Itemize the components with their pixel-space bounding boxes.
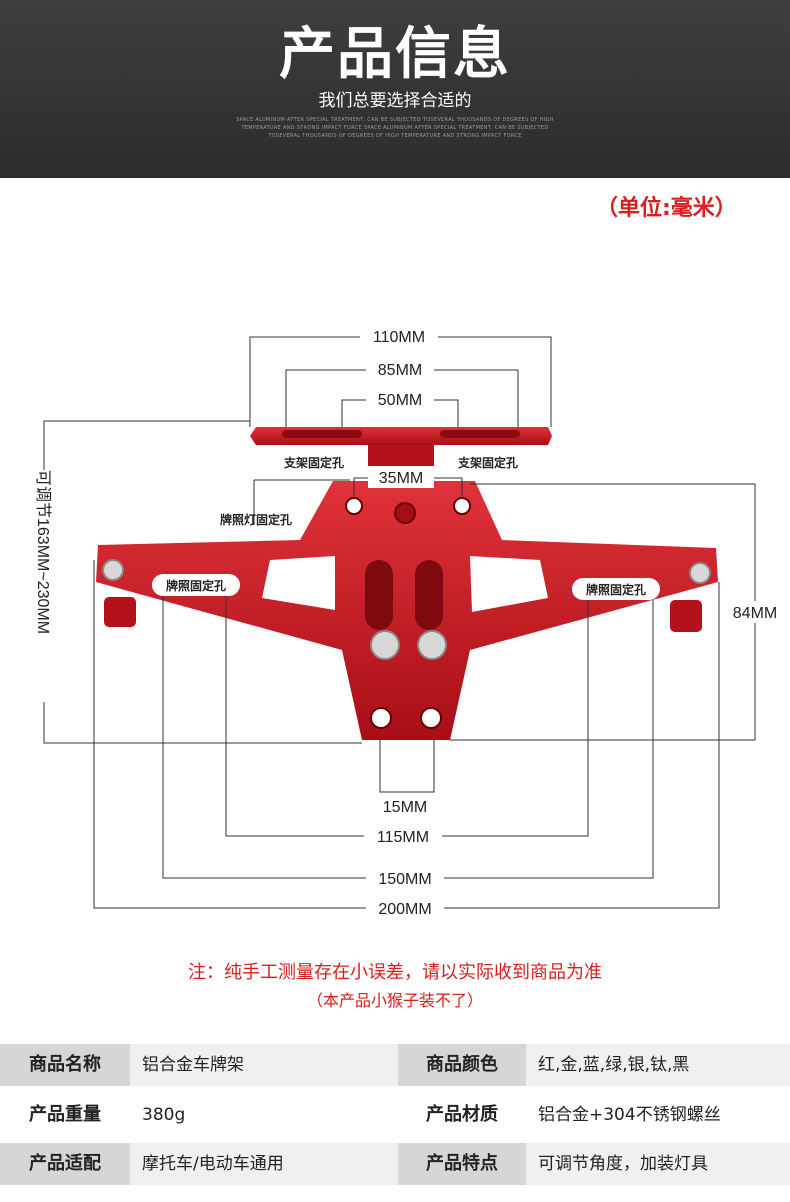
foot-right [670, 600, 702, 632]
dim-84: 84MM [733, 605, 777, 622]
spec-key: 产品适配 [0, 1143, 130, 1185]
hole-bottom-left [370, 707, 392, 729]
unit-label: （单位:毫米） [596, 196, 737, 221]
slot-left [282, 430, 362, 438]
plate-bracket-image [96, 427, 718, 740]
hole-lamp-left [345, 497, 363, 515]
spec-key: 产品材质 [426, 1104, 498, 1125]
dim-35: 35MM [379, 470, 423, 487]
spec-value: 铝合金车牌架 [142, 1055, 244, 1075]
label-bracket-hole-left: 支架固定孔 [283, 455, 344, 470]
slot-center-right [415, 560, 443, 630]
spec-key: 商品颜色 [398, 1044, 526, 1086]
label-plate-hole-right: 牌照固定孔 [586, 582, 646, 597]
dim-15: 15MM [383, 799, 427, 816]
label-lamp-hole: 牌照灯固定孔 [220, 512, 292, 527]
screw-end-right [689, 562, 711, 584]
fine-print: SPACE ALUMINUM AFTER SPECIAL TREATMENT, … [236, 117, 554, 139]
screw-right [417, 630, 447, 660]
spec-key: 产品重量 [29, 1104, 101, 1125]
header-banner: 产品信息 我们总要选择合适的 SPACE ALUMINUM AFTER SPEC… [0, 0, 790, 178]
spec-row: 商品名称 铝合金车牌架 商品颜色 红,金,蓝,绿,银,钛,黑 [0, 1044, 790, 1086]
hole-bottom-right [420, 707, 442, 729]
screw-left [370, 630, 400, 660]
label-bracket-hole-right: 支架固定孔 [457, 455, 518, 470]
spec-value: 红,金,蓝,绿,银,钛,黑 [538, 1055, 690, 1075]
dim-50: 50MM [378, 392, 422, 409]
dim-150: 150MM [378, 871, 431, 888]
monkey-note: （本产品小猴子装不了） [306, 991, 483, 1010]
slot-right [440, 430, 520, 438]
plate-hole-badge-left [152, 574, 240, 596]
cutout-left [262, 556, 335, 610]
label-plate-hole-left: 牌照固定孔 [166, 578, 226, 593]
spec-value: 铝合金+304不锈钢螺丝 [538, 1105, 721, 1125]
dimension-drawing: 110MM 85MM 50MM 35MM 15MM 115MM 150MM 20… [34, 325, 788, 919]
dim-110: 110MM [373, 329, 425, 346]
page-subtitle: 我们总要选择合适的 [318, 91, 472, 111]
dimension-labels: 110MM 85MM 50MM 35MM 15MM 115MM 150MM 20… [34, 325, 788, 919]
slot-center-left [365, 560, 393, 630]
spec-key: 产品特点 [398, 1143, 526, 1185]
dim-115: 115MM [377, 829, 429, 846]
hole-lamp-right [453, 497, 471, 515]
dim-85: 85MM [378, 362, 422, 379]
hole-center-top [394, 502, 416, 524]
spec-key: 商品名称 [0, 1044, 130, 1086]
dim-200: 200MM [378, 901, 431, 918]
cutout-right [470, 556, 548, 612]
plate-hole-badge-right [572, 578, 660, 600]
spec-value: 摩托车/电动车通用 [142, 1154, 284, 1174]
spec-value: 380g [142, 1105, 186, 1125]
foot-left [104, 597, 136, 627]
dim-adjustable: 可调节163MM~230MM [34, 470, 52, 634]
screw-end-left [102, 559, 124, 581]
spec-row: 产品重量 380g 产品材质 铝合金+304不锈钢螺丝 [0, 1094, 790, 1136]
page-title: 产品信息 [279, 22, 511, 87]
spec-value: 可调节角度，加装灯具 [538, 1154, 708, 1174]
spec-row: 产品适配 摩托车/电动车通用 产品特点 可调节角度，加装灯具 [0, 1143, 790, 1185]
measurement-note: 注：纯手工测量存在小误差，请以实际收到商品为准 [188, 962, 602, 983]
main-plate [96, 481, 718, 740]
